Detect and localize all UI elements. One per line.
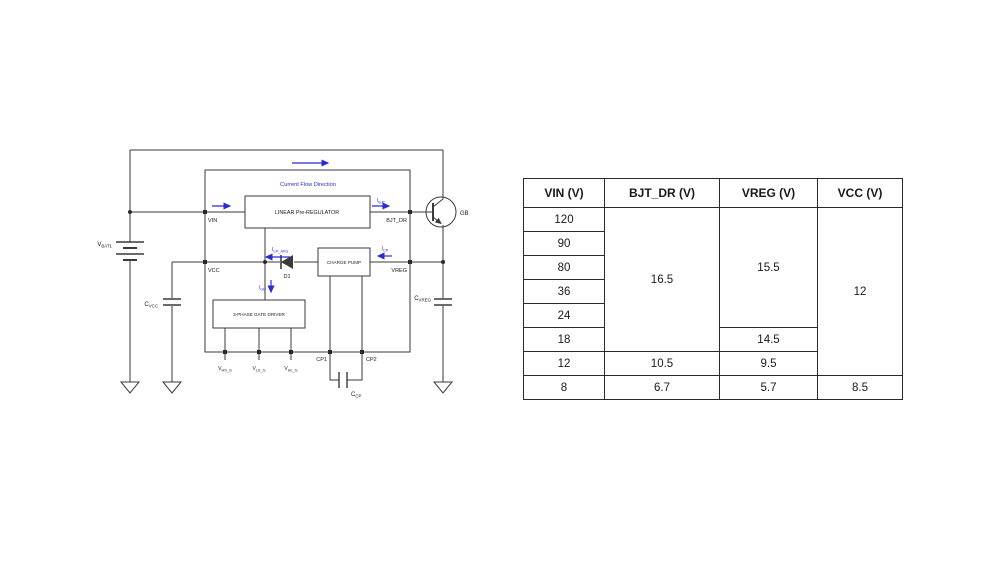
vin-cell: 120 [523,207,605,232]
cvreg-label: CVREG [414,296,431,303]
charge-pump-block: CHARGE PUMP [317,247,371,277]
junction-dots [128,210,445,264]
vin-cell: 24 [523,303,605,328]
current-flow-direction-label: Current Flow Direction [280,182,336,188]
vreg-cell: 5.7 [719,375,818,400]
capacitor-cvreg-icon [434,298,452,306]
ground-icon [432,381,454,394]
vin-cell: 36 [523,279,605,304]
linear-regulator-label: LINEAR Pre-REGULATOR [275,210,339,216]
vcc-cell: 8.5 [817,375,903,400]
table-header-row: VIN (V) BJT_DR (V) VREG (V) VCC (V) [523,178,903,208]
pin-stubs [203,210,412,354]
linear-regulator-block: LINEAR Pre-REGULATOR [244,195,371,229]
pin-label-vcc: VCC [208,268,220,274]
i-gd-label: IGD [259,285,266,291]
table-row: 24 [523,303,903,328]
table-row: 8 6.7 5.7 8.5 [523,375,903,400]
charge-pump-label: CHARGE PUMP [327,260,361,265]
pin-label-cp2: CP2 [366,357,377,363]
vin-cell: 12 [523,351,605,376]
vin-cell: 90 [523,231,605,256]
i-bjt-label: IBJT [377,198,386,204]
battery-label: VBAT1 [97,242,112,249]
battery-symbol [116,241,144,261]
ground-icon [119,381,141,394]
gate-driver-label: 3-PHASE GATE DRIVER [233,312,285,317]
npn-transistor-icon [425,196,457,228]
col-header-vin: VIN (V) [523,178,605,208]
i-cp-label: ICP [382,246,389,252]
vin-cell: 18 [523,327,605,352]
ground-icon [161,381,183,394]
pin-label-vin: VIN [208,218,217,224]
current-flow-arrows [212,159,392,294]
col-header-vreg: VREG (V) [719,178,818,208]
bjt-dr-cell: 10.5 [604,351,720,376]
vreg-cell: 15.5 [719,207,818,328]
table-row: 36 [523,279,903,304]
transistor-label: GB [460,211,469,217]
col-header-vcc: VCC (V) [817,178,903,208]
ccp-label: CCP [351,392,362,399]
i-cp-avg-label: ICP_AVG [272,247,289,253]
diode-label: D1 [283,274,290,280]
gate-driver-block: 3-PHASE GATE DRIVER [212,299,306,329]
wires [129,149,444,382]
vreg-cell: 14.5 [719,327,818,352]
pin-label-bjt-dr: BJT_DR [386,218,407,224]
vcc-cell: 12 [817,207,903,376]
table-row: 120 16.5 15.5 12 [523,207,903,376]
vin-cell: 80 [523,255,605,280]
table-row: 18 14.5 [523,327,903,352]
voltage-table: VIN (V) BJT_DR (V) VREG (V) VCC (V) 120 … [523,178,903,400]
bjt-dr-cell: 16.5 [604,207,720,352]
gate-output-label: VLS_G [252,366,265,372]
gate-output-label: VHL_G [284,366,297,372]
capacitor-cvcc-icon [163,298,181,306]
vin-cell: 8 [523,375,605,400]
cvcc-label: CVCC [144,302,158,309]
gate-output-label: VHS_G [218,366,232,372]
pin-label-vreg: VREG [391,268,407,274]
pin-label-cp1: CP1 [316,357,327,363]
vreg-cell: 9.5 [719,351,818,376]
bjt-dr-cell: 6.7 [604,375,720,400]
capacitor-ccp-icon [338,372,348,388]
col-header-bjt-dr: BJT_DR (V) [604,178,720,208]
table-row: 12 10.5 9.5 [523,351,903,376]
